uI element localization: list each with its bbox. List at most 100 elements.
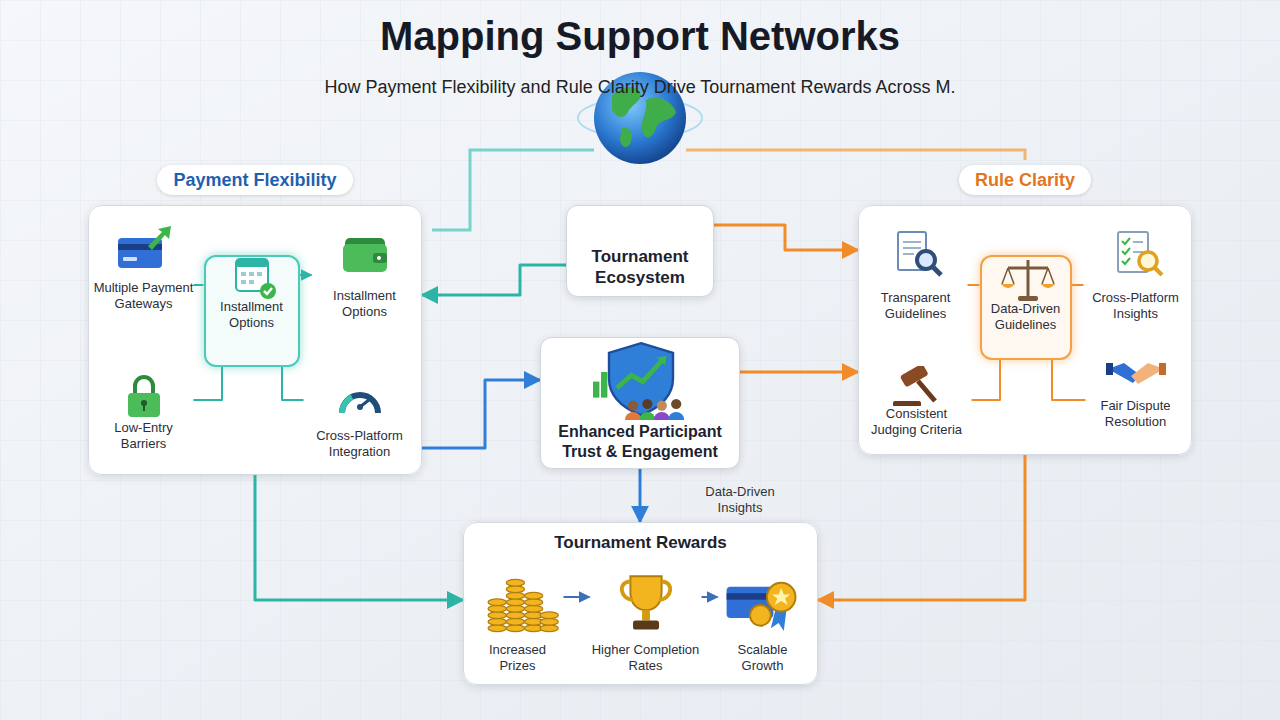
coins-shape [506,585,524,592]
checklist-shape [1154,267,1162,275]
ecosystem-card: Tournament Ecosystem [566,205,714,297]
coins-shape [506,618,524,625]
wallet-shape [373,253,387,263]
coins-shape [524,605,542,612]
trust-card: Enhanced Participant Trust & Engagement [540,337,740,469]
icon-group [893,366,935,406]
shield-shape [593,382,599,398]
coins-shape [488,611,506,618]
icon [982,257,1074,301]
connector [300,274,312,276]
connector [972,360,1001,401]
reward-item: Higher Completion Rates [590,560,702,682]
icon [472,560,564,642]
icon [864,216,968,290]
shield-shape [657,356,667,366]
hub-box: Installment Options [204,255,300,367]
connector [740,371,858,374]
doc-shape [932,266,941,275]
icon-group [236,259,276,299]
node-label: Transparent Guidelines [864,290,968,322]
card-shape [123,257,137,261]
feature-item: Cross-Platform Integration [304,368,416,468]
calendar-shape [260,283,276,299]
connector [1072,284,1084,286]
scales-shape [1018,296,1038,301]
coins-shape [524,598,542,605]
shield-shape [654,412,670,420]
shield-shape [625,412,641,420]
calendar-shape [264,288,272,294]
gavel-shape [918,381,935,401]
shield-shape [601,372,607,398]
reward-item: Scalable Growth [718,560,808,682]
calendar-shape [257,272,262,276]
coins-shape [540,618,558,625]
connector [194,367,223,401]
calendar-shape [249,280,254,284]
feature-item: Consistent Judging Criteria [862,366,972,446]
icon [1084,216,1188,290]
coins-shape [540,624,558,631]
connector [564,596,590,598]
icon-group [593,343,684,420]
scales-shape [1002,268,1054,284]
scales-shape [1008,260,1048,296]
coins-shape [506,579,524,586]
feature-item: Cross-Platform Insights [1084,216,1188,334]
icon-group [342,395,378,413]
panel-fill [88,205,422,475]
icon [590,560,702,642]
rewards-panel: Tournament RewardsIncreased PrizesHigher… [463,522,818,685]
badge-shape [750,604,771,625]
feature-item: Transparent Guidelines [864,216,968,334]
icon [1086,346,1186,398]
icon-group [488,579,558,631]
decor-line [686,150,1025,160]
badge-shape [772,588,790,605]
shield-shape [628,400,638,410]
node-label: Data-Driven Guidelines [982,301,1070,333]
panel-fill [463,522,818,685]
connector [422,265,566,295]
hands-shape [1106,363,1113,375]
node-label: Installment Options [206,299,298,331]
shield-shape [668,412,684,420]
icon [862,366,972,406]
reward-item: Increased Prizes [472,560,564,682]
node-label: Cross-Platform Integration [304,428,416,460]
node-label: Scalable Growth [718,642,808,674]
connector [1052,360,1086,401]
icon-group [1001,260,1055,301]
lock-shape [135,377,153,393]
connector [639,469,642,522]
coins-shape [488,598,506,605]
globe-land [620,128,632,147]
node-label: Cross-Platform Insights [1084,290,1188,322]
panel-fills [88,205,1192,685]
scales-shape [1001,284,1015,288]
node-label: Multiple Payment Gateways [94,280,194,312]
connector [714,225,858,250]
node-label: Higher Completion Rates [590,642,702,674]
wallet-shape [343,244,387,272]
card-shape [148,226,171,250]
calendar-shape [236,259,268,267]
panel-heading: Tournament Rewards [464,533,817,553]
icon [206,257,302,299]
coins-shape [506,598,524,605]
shield-shape [617,359,663,388]
coins-shape [488,624,506,631]
icon-group [1106,363,1166,384]
node-label: Tournament Ecosystem [567,246,713,288]
shield-shape [609,343,673,415]
icon [312,218,418,288]
checklist-shape [1122,238,1130,264]
gavel-shape [899,366,928,388]
icon [304,368,416,428]
connector [422,380,540,448]
hub-box: Data-Driven Guidelines [980,255,1072,360]
connector [255,475,463,600]
globe-land [642,98,676,138]
node-label: Low-Entry Barriers [94,420,194,452]
